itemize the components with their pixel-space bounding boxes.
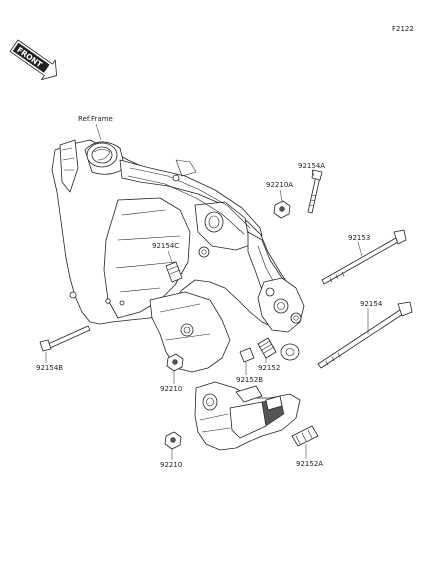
nut-92210a — [273, 200, 291, 219]
bolt-92154 — [317, 301, 413, 369]
spacer-92154c — [165, 261, 183, 283]
bolt-92153 — [321, 229, 407, 285]
bolt-92154a — [307, 169, 323, 214]
callout-92154-label: 92154 — [360, 300, 383, 308]
stud-92152a — [291, 425, 319, 447]
callout-92152a-label: 92152A — [296, 460, 323, 468]
callout-92154c: 92154C — [152, 242, 179, 263]
callout-92152b: 92152B — [236, 362, 263, 384]
callout-92153-label: 92153 — [348, 234, 370, 242]
callout-92154a-label: 92154A — [298, 162, 325, 170]
callout-92210-upper: 92210 — [160, 371, 182, 393]
callout-92154a: 92154A — [298, 162, 325, 177]
callout-92210-lower-label: 92210 — [160, 461, 182, 469]
nut-92210-upper — [166, 353, 184, 372]
callout-92210a-label: 92210A — [266, 181, 293, 189]
callout-92152-label: 92152 — [258, 364, 280, 372]
callout-92152a: 92152A — [296, 444, 323, 468]
page-code: F2122 — [392, 25, 414, 33]
main-frame — [51, 139, 305, 373]
callout-92152b-label: 92152B — [236, 376, 263, 384]
callout-92210-upper-label: 92210 — [160, 385, 182, 393]
callout-92154b: 92154B — [36, 352, 63, 372]
callout-92210a: 92210A — [266, 181, 293, 202]
stud-92152 — [257, 337, 300, 361]
reference-frame-label: Ref.Frame — [78, 115, 113, 123]
callout-92210-lower: 92210 — [160, 449, 182, 469]
callout-92154: 92154 — [360, 300, 383, 334]
callout-92152: 92152 — [258, 358, 280, 372]
callout-92154c-label: 92154C — [152, 242, 179, 250]
lower-engine-bracket — [194, 381, 301, 451]
nut-92210-lower — [164, 431, 182, 450]
callout-92154b-label: 92154B — [36, 364, 63, 372]
callout-92153: 92153 — [348, 234, 370, 257]
front-direction-badge: FRONT — [9, 39, 57, 81]
bolt-92154b — [39, 325, 91, 352]
collar-92152b — [239, 347, 255, 363]
